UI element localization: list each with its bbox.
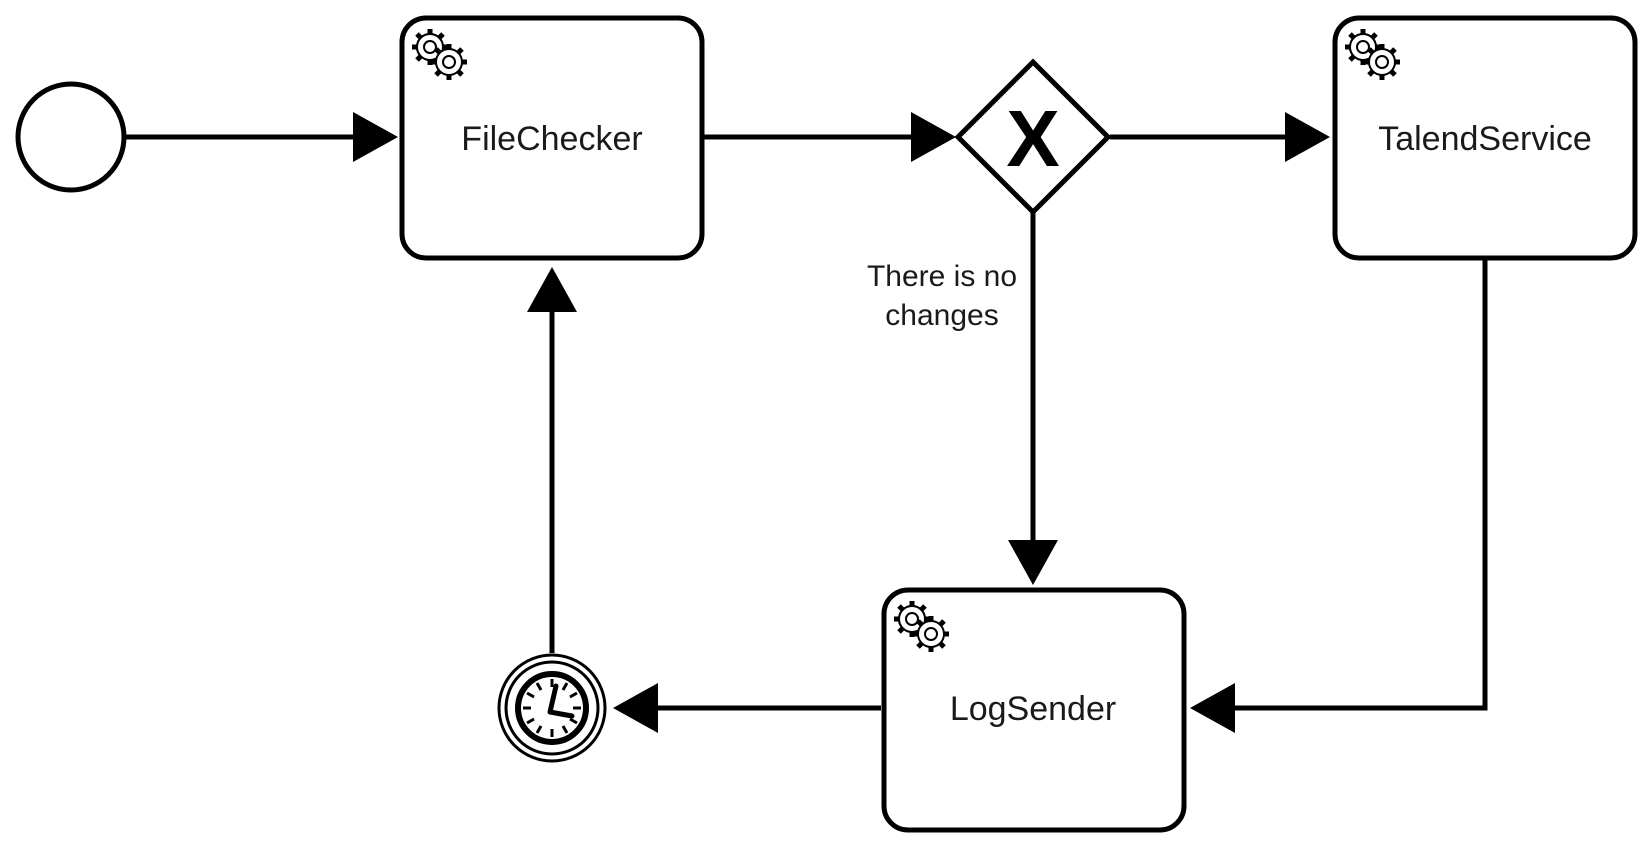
flow-label-line1: There is no [867,260,1017,293]
task-logsender-label: LogSender [950,690,1116,728]
task-talendservice-label: TalendService [1378,120,1592,158]
flow-label-line2: changes [885,299,998,332]
clock-icon [515,671,589,745]
task-logsender[interactable]: LogSender [881,587,1187,833]
exclusive-gateway[interactable]: X [954,58,1112,216]
timer-event[interactable] [497,653,607,763]
task-filechecker[interactable]: FileChecker [399,15,705,261]
task-filechecker-label: FileChecker [461,120,642,158]
flow-talendservice-to-logsender[interactable] [1190,258,1488,733]
start-event[interactable] [15,81,127,193]
gateway-x-mark: X [1006,94,1059,183]
task-talendservice[interactable]: TalendService [1332,15,1638,261]
flow-label-no-changes: There is no changes [867,260,1017,332]
